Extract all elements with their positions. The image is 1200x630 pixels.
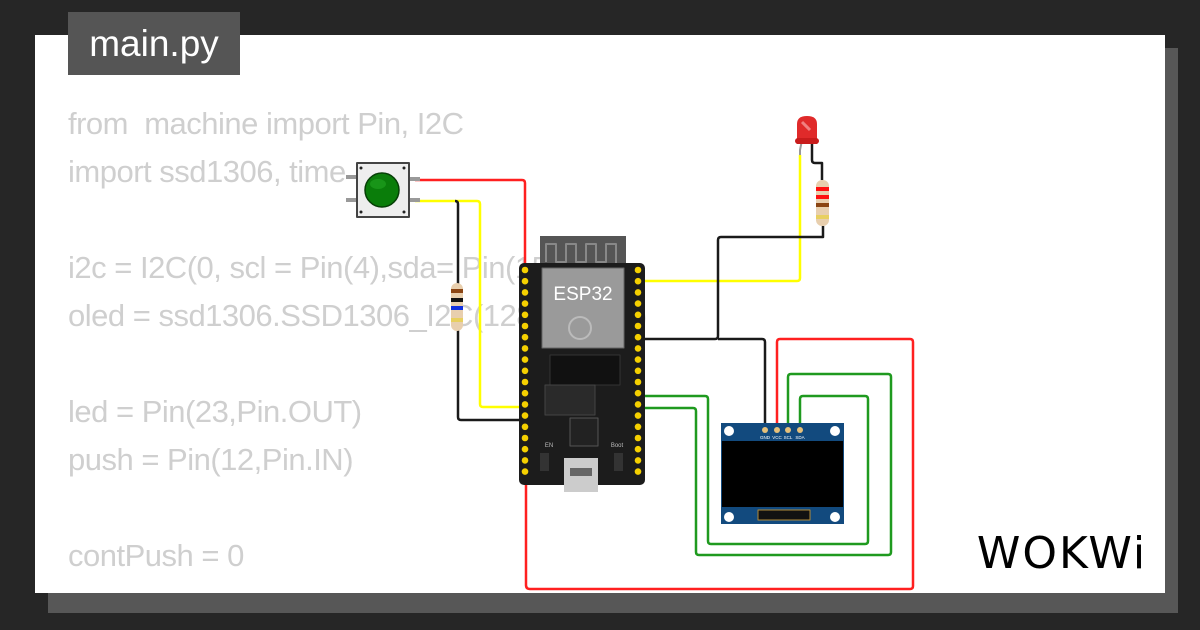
wire-black-gnd-resistor[interactable] xyxy=(637,226,825,341)
esp32-pin[interactable] xyxy=(634,277,642,285)
esp32-pin[interactable] xyxy=(634,367,642,375)
esp32-pin[interactable] xyxy=(634,322,642,330)
esp32-pin[interactable] xyxy=(634,401,642,408)
esp32-pin[interactable] xyxy=(634,311,642,319)
esp32-board[interactable]: ESP32 EN Boot xyxy=(519,236,645,492)
wire-black-resistor-gnd[interactable] xyxy=(454,199,527,422)
resistor-button[interactable] xyxy=(451,283,463,331)
code-line: led = Pin(23,Pin.OUT) xyxy=(68,394,362,429)
esp32-pin[interactable] xyxy=(521,367,529,375)
esp32-pin[interactable] xyxy=(634,289,642,296)
wire-yellow-button-pin12[interactable] xyxy=(415,199,527,409)
esp32-pin[interactable] xyxy=(634,345,642,352)
esp32-pin[interactable] xyxy=(521,389,529,397)
esp32-pin[interactable] xyxy=(521,401,529,408)
oled-pin-vcc: VCC xyxy=(772,435,782,440)
wire-red-5v-oled-vcc[interactable] xyxy=(524,337,915,591)
esp32-pin[interactable] xyxy=(521,434,529,442)
esp32-label: ESP32 xyxy=(553,284,612,305)
esp32-pin[interactable] xyxy=(634,378,642,386)
oled-pin-sda: SDA xyxy=(795,435,804,440)
esp32-pin-headers[interactable] xyxy=(521,266,642,475)
espressif-logo-icon xyxy=(568,316,592,340)
esp32-pin[interactable] xyxy=(521,356,529,363)
esp32-pin[interactable] xyxy=(521,412,529,419)
esp32-pin[interactable] xyxy=(634,389,642,397)
esp32-pin[interactable] xyxy=(521,468,529,475)
esp32-pin[interactable] xyxy=(521,333,529,341)
wire-yellow-pin23-led[interactable] xyxy=(637,155,802,283)
esp32-pin[interactable] xyxy=(521,311,529,319)
esp32-pin[interactable] xyxy=(634,457,642,464)
esp32-pin[interactable] xyxy=(521,300,529,307)
wire-green-pin4-scl[interactable] xyxy=(637,372,893,557)
esp32-pin[interactable] xyxy=(634,266,642,274)
button-cap[interactable] xyxy=(364,172,400,208)
esp32-pin[interactable] xyxy=(521,423,529,431)
esp32-pin[interactable] xyxy=(521,457,529,464)
esp32-pin[interactable] xyxy=(521,445,529,453)
code-line: import ssd1306, time xyxy=(68,154,346,189)
pushbutton[interactable] xyxy=(346,162,420,218)
wire-green-pin15-sda[interactable] xyxy=(637,394,870,546)
esp32-pin[interactable] xyxy=(521,322,529,330)
esp32-pin[interactable] xyxy=(521,345,529,352)
oled-pin-scl: SCL xyxy=(784,435,793,440)
esp32-pin[interactable] xyxy=(634,445,642,453)
boot-label: Boot xyxy=(611,443,624,449)
code-line: push = Pin(12,Pin.IN) xyxy=(68,442,354,477)
code-line: contPush = 0 xyxy=(68,538,244,573)
esp32-pin[interactable] xyxy=(634,356,642,363)
wire-red-button-3v3[interactable] xyxy=(415,178,527,268)
oled-display[interactable]: GND VCC SCL SDA xyxy=(721,423,844,524)
file-tab[interactable]: main.py xyxy=(68,12,240,75)
esp32-pin[interactable] xyxy=(634,333,642,341)
resistor-led[interactable] xyxy=(816,180,829,226)
esp32-pin[interactable] xyxy=(521,378,529,386)
esp32-pin[interactable] xyxy=(634,434,642,442)
oled-pin-gnd: GND xyxy=(760,435,771,440)
esp32-pin[interactable] xyxy=(634,412,642,419)
wire-black-gnd-oled[interactable] xyxy=(718,337,767,430)
esp32-pin[interactable] xyxy=(521,266,529,274)
code-line: from machine import Pin, I2C xyxy=(68,106,464,141)
led-red[interactable] xyxy=(795,116,824,180)
esp32-pin[interactable] xyxy=(521,277,529,285)
esp32-pin[interactable] xyxy=(634,423,642,431)
esp32-pin[interactable] xyxy=(634,468,642,475)
wokwi-logo: WOKWi xyxy=(977,528,1147,579)
esp32-pin[interactable] xyxy=(521,289,529,296)
en-label: EN xyxy=(545,443,553,449)
esp32-pin[interactable] xyxy=(634,300,642,307)
